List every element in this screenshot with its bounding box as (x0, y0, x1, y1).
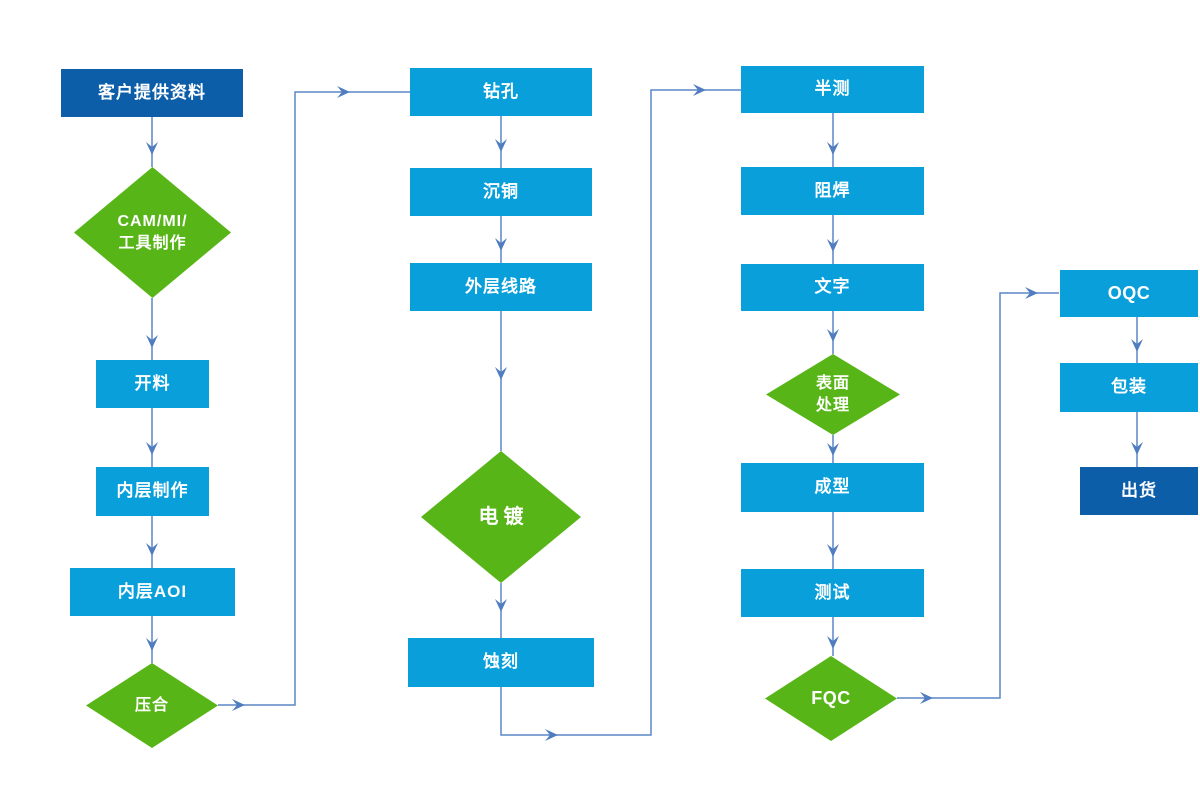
node-half-test: 半测 (741, 66, 924, 113)
node-inner-layer: 内层制作 (96, 467, 209, 516)
node-outer-circuit: 外层线路 (410, 263, 592, 311)
node-silkscreen: 文字 (741, 264, 924, 311)
node-cutting: 开料 (96, 360, 209, 408)
node-copper-deposition: 沉铜 (410, 168, 592, 216)
node-inner-aoi: 内层AOI (70, 568, 235, 616)
node-customer-data: 客户提供资料 (61, 69, 243, 117)
node-etching: 蚀刻 (408, 638, 594, 687)
node-solder-mask: 阻焊 (741, 167, 924, 215)
node-oqc: OQC (1060, 270, 1198, 317)
node-packing: 包装 (1060, 363, 1198, 412)
node-forming: 成型 (741, 463, 924, 512)
node-shipping: 出货 (1080, 467, 1198, 515)
node-testing: 测试 (741, 569, 924, 617)
node-drilling: 钻孔 (410, 68, 592, 116)
